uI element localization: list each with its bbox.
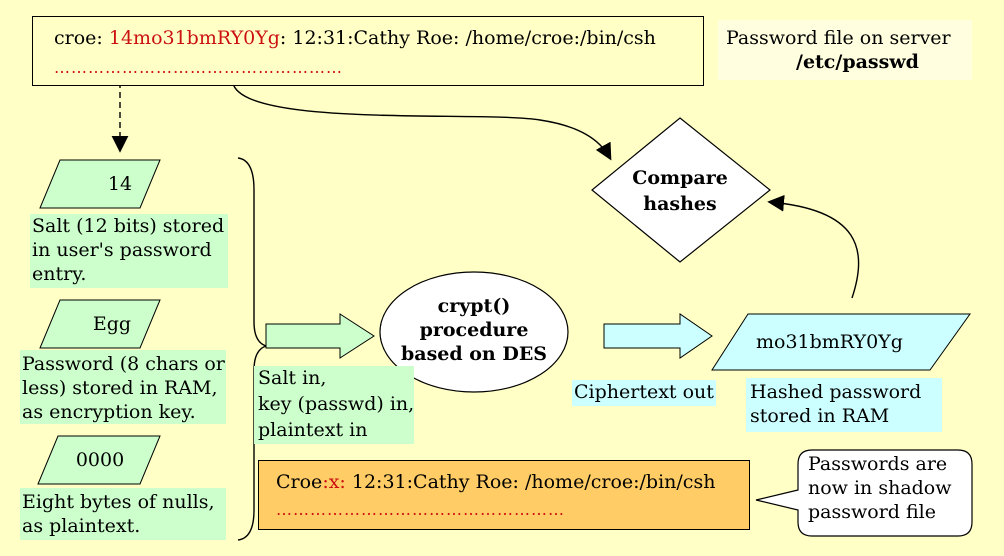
nulls-caption-box (20, 488, 226, 540)
passwd-user: croe: (54, 27, 109, 49)
crypt-line2: procedure (419, 319, 529, 341)
compare-label-line1: Compare (632, 167, 728, 189)
hashed-caption-line1: Hashed password (750, 381, 922, 403)
inputs-caption-line2: key (passwd) in, (258, 393, 415, 415)
shadow-line: Croe:x: 12:31:Cathy Roe: /home/croe:/bin… (276, 470, 715, 494)
crypt-line3: based on DES (400, 343, 548, 365)
shadow-line-box (258, 460, 750, 530)
passwd-hash: mo31bmRY0Yg (133, 27, 280, 49)
password-caption-line1: Password (8 chars or (22, 353, 225, 375)
shadow-x: :x: (322, 471, 346, 493)
password-value: Egg (92, 313, 132, 335)
hashed-value: mo31bmRY0Yg (756, 331, 903, 353)
server-label-line1: Password file on server (726, 27, 951, 49)
passwd-dots: …………………………………………… (54, 58, 343, 77)
server-label-line2: /etc/passwd (796, 51, 919, 73)
hashed-caption-box (746, 378, 942, 432)
output-block-arrow (603, 313, 713, 359)
compare-label-line2: hashes (643, 193, 717, 215)
salt-caption-line2: in user's password (32, 239, 212, 261)
shadow-user: Croe (276, 471, 323, 493)
salt-caption-line3: entry. (32, 263, 87, 285)
nulls-value: 0000 (75, 449, 125, 471)
ciphertext-label: Ciphertext out (574, 381, 714, 403)
passwd-rest: : 12:31:Cathy Roe: /home/croe:/bin/csh (279, 27, 656, 49)
hash-parallelogram (711, 313, 971, 371)
nulls-caption-line2: as plaintext. (22, 515, 141, 537)
password-parallelogram (39, 299, 161, 349)
passwd-file-box (32, 16, 704, 86)
hash-to-compare-curve (232, 75, 612, 161)
callout-line2: now in shadow (808, 477, 952, 499)
callout-line1: Passwords are (808, 453, 948, 475)
server-label-box (718, 20, 972, 80)
hashed-caption-line2: stored in RAM (750, 405, 890, 427)
compare-diamond (591, 117, 771, 263)
passwd-line: croe: 14mo31bmRY0Yg: 12:31:Cathy Roe: /h… (54, 26, 656, 50)
nulls-parallelogram (37, 435, 161, 485)
shadow-rest: 12:31:Cathy Roe: /home/croe:/bin/csh (345, 471, 716, 493)
password-caption-line2: less) stored in RAM, (22, 377, 218, 399)
shadow-dots: …………………………………………… (276, 500, 565, 519)
inputs-caption-line1: Salt in, (258, 367, 327, 389)
password-caption-line3: as encryption key. (22, 401, 196, 423)
inputs-caption-line3: plaintext in (258, 419, 368, 441)
crypt-line1: crypt() (437, 295, 511, 317)
crypt-ellipse (379, 271, 569, 393)
salt-caption-line1: Salt (12 bits) stored (32, 215, 225, 237)
passwd-salt: 14 (108, 27, 134, 49)
callout-bubble (755, 449, 973, 537)
salt-caption-box (30, 214, 228, 288)
nulls-caption-line1: Eight bytes of nulls, (22, 491, 215, 513)
inputs-block-arrow (265, 313, 375, 359)
ciphertext-label-box (572, 380, 716, 406)
hashed-to-compare-curve (767, 194, 860, 299)
callout-line3: password file (808, 501, 936, 523)
password-caption-box (20, 350, 226, 424)
inputs-caption-box (254, 366, 414, 444)
salt-value: 14 (107, 173, 133, 195)
salt-parallelogram (39, 159, 161, 209)
